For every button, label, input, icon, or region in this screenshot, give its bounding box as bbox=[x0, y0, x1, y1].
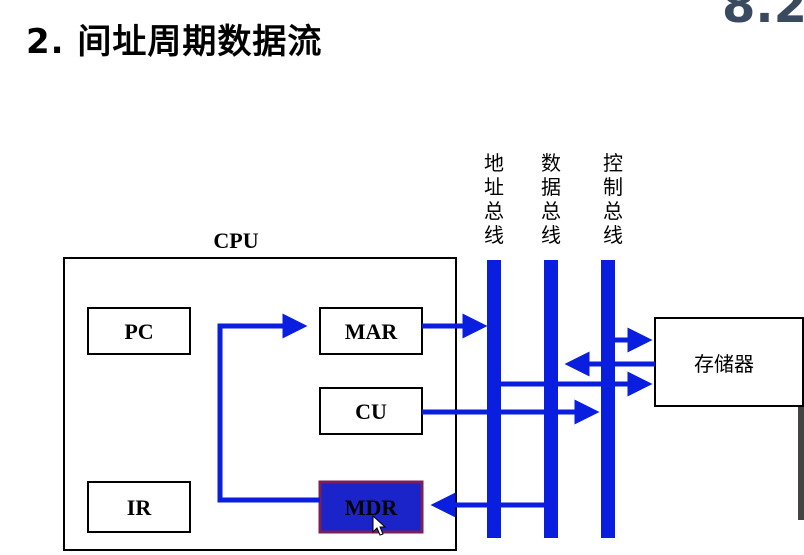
cpu-box bbox=[63, 257, 457, 551]
svg-text:据: 据 bbox=[541, 175, 561, 199]
mdr-to-mar-arrow bbox=[217, 313, 320, 503]
svg-text:总: 总 bbox=[484, 199, 504, 223]
section-number: 8.2 bbox=[722, 0, 804, 34]
svg-text:地: 地 bbox=[484, 151, 504, 175]
cu-label: CU bbox=[355, 399, 387, 424]
mar-label: MAR bbox=[345, 319, 399, 344]
cu-register: CU bbox=[319, 387, 423, 435]
control-bus-label: 控 制 总 线 bbox=[603, 151, 623, 247]
memory-box: 存储器 bbox=[654, 317, 804, 407]
svg-text:线: 线 bbox=[484, 223, 504, 247]
svg-text:线: 线 bbox=[603, 223, 623, 247]
mdr-label: MDR bbox=[345, 495, 399, 520]
svg-text:制: 制 bbox=[603, 175, 623, 199]
mar-register: MAR bbox=[319, 307, 423, 355]
cpu-label: CPU bbox=[213, 228, 258, 253]
svg-text:控: 控 bbox=[603, 151, 623, 175]
address-bus-label: 地 址 总 线 bbox=[484, 151, 504, 247]
svg-text:数: 数 bbox=[541, 151, 561, 175]
mdr-register: MDR bbox=[318, 480, 424, 534]
data-bus bbox=[544, 260, 558, 538]
ir-label: IR bbox=[127, 495, 153, 520]
page-title: 2. 间址周期数据流 bbox=[26, 22, 323, 62]
svg-text:总: 总 bbox=[603, 199, 623, 223]
control-bus bbox=[601, 260, 615, 538]
edge-strip bbox=[798, 400, 804, 520]
pc-register: PC bbox=[87, 307, 191, 355]
ir-register: IR bbox=[87, 481, 191, 533]
svg-text:址: 址 bbox=[484, 175, 504, 199]
cursor-icon bbox=[372, 514, 387, 536]
svg-text:总: 总 bbox=[541, 199, 561, 223]
memory-label: 存储器 bbox=[694, 352, 754, 376]
data-bus-label: 数 据 总 线 bbox=[541, 151, 561, 247]
svg-text:线: 线 bbox=[541, 223, 561, 247]
pc-label: PC bbox=[124, 319, 153, 344]
address-bus bbox=[487, 260, 501, 538]
